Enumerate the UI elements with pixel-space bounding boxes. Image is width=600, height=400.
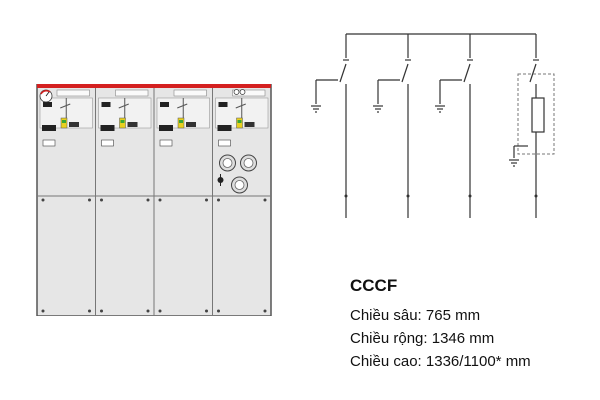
fuse-icon: [531, 97, 545, 133]
label-strip: [173, 89, 207, 97]
door-screw: [41, 198, 45, 202]
operating-label: [217, 125, 232, 131]
cubicle-1: [37, 89, 96, 313]
voltage-indicator: [159, 139, 173, 147]
status-lamp: [237, 120, 242, 123]
spec-block: CCCF Chiều sâu: 765 mm Chiều rộng: 1346 …: [350, 276, 531, 373]
cable-terminal: [406, 194, 410, 198]
earth-symbol-icon: [509, 159, 519, 167]
door-screw: [263, 309, 267, 313]
spec-width-label: Chiều rộng:: [350, 330, 428, 347]
position-indicator: [43, 102, 52, 107]
door-screw: [263, 198, 267, 202]
top-controls-fuse: [233, 89, 246, 95]
label-strip: [115, 89, 149, 97]
switchgear-front-view: [36, 84, 272, 316]
small-gauge: [233, 89, 240, 95]
feeder-3: [435, 34, 473, 218]
mimic-switch: [235, 103, 246, 109]
model-title: CCCF: [350, 276, 398, 295]
label-strip: [56, 89, 90, 97]
cable-terminal: [534, 194, 538, 198]
mimic-switch: [177, 103, 188, 109]
interlock-indicator: [127, 122, 138, 127]
meter-face: [243, 158, 254, 168]
gauge-needle: [45, 91, 50, 97]
cubicle-2: [95, 88, 154, 316]
cable-terminal: [468, 194, 472, 198]
operating-label: [100, 125, 115, 131]
spec-height-label: Chiều cao:: [350, 353, 422, 370]
operating-label: [42, 125, 56, 131]
feeder-1: [311, 34, 349, 218]
door-screw: [205, 198, 208, 202]
rotary-handle-icon: [217, 174, 224, 186]
fuse-meter-icon: [240, 154, 257, 172]
door-screw: [41, 309, 45, 313]
door-screw: [100, 198, 103, 202]
fuse-meter-icon: [231, 176, 248, 194]
door-screw: [217, 309, 220, 313]
door-screw: [217, 198, 220, 202]
voltage-indicator: [101, 139, 114, 147]
disconnector-icon: [529, 63, 537, 83]
spec-height-value: 1336/1100* mm: [425, 353, 531, 370]
disconnector-icon: [401, 63, 409, 83]
spec-depth-value: 765 mm: [425, 307, 481, 324]
door-screw: [88, 198, 91, 202]
fuse-enclosure: [517, 73, 555, 155]
interlock-indicator: [69, 122, 79, 127]
feeder-2: [373, 34, 411, 218]
door-screw: [146, 309, 150, 313]
door-screw: [88, 309, 91, 313]
door-screw: [205, 309, 208, 313]
earth-symbol-icon: [435, 105, 445, 113]
status-lamp: [62, 120, 66, 123]
meter-face: [234, 180, 245, 190]
position-indicator: [101, 102, 111, 107]
status-lamp: [120, 120, 125, 123]
single-line-diagram: [311, 33, 555, 218]
earth-symbol-icon: [311, 105, 321, 113]
gauge-red-zone: [40, 90, 51, 95]
small-gauge: [239, 89, 246, 95]
door-screw: [158, 198, 162, 202]
cubicle-3: [153, 88, 213, 316]
pressure-gauge-icon: [39, 89, 53, 103]
meter-face: [222, 158, 233, 168]
interlock-indicator: [244, 122, 255, 127]
spec-height: Chiều cao: 1336/1100* mm: [350, 350, 531, 373]
mimic-switch: [60, 103, 71, 109]
top-status-strip: [37, 84, 271, 88]
spec-width: Chiều rộng: 1346 mm: [350, 327, 531, 350]
door-screw: [146, 198, 150, 202]
earth-symbol-icon: [373, 105, 383, 113]
voltage-indicator: [218, 139, 231, 147]
interlock-indicator: [186, 122, 196, 127]
spec-width-value: 1346 mm: [431, 330, 495, 347]
feeder-4: [509, 34, 555, 218]
voltage-indicator: [42, 139, 56, 147]
disconnector-icon: [463, 63, 471, 83]
spec-depth: Chiều sâu: 765 mm: [350, 304, 531, 327]
label-strip: [232, 89, 266, 97]
disconnector-icon: [339, 63, 347, 83]
cubicle-4: [212, 88, 271, 316]
position-indicator: [160, 102, 169, 107]
door-screw: [158, 309, 162, 313]
door-screw: [100, 309, 103, 313]
status-lamp: [179, 120, 183, 123]
spec-depth-label: Chiều sâu:: [350, 307, 422, 324]
cable-terminal: [344, 194, 348, 198]
fuse-meter-icon: [219, 154, 236, 172]
position-indicator: [218, 102, 228, 107]
operating-label: [159, 125, 173, 131]
mimic-switch: [118, 103, 129, 109]
